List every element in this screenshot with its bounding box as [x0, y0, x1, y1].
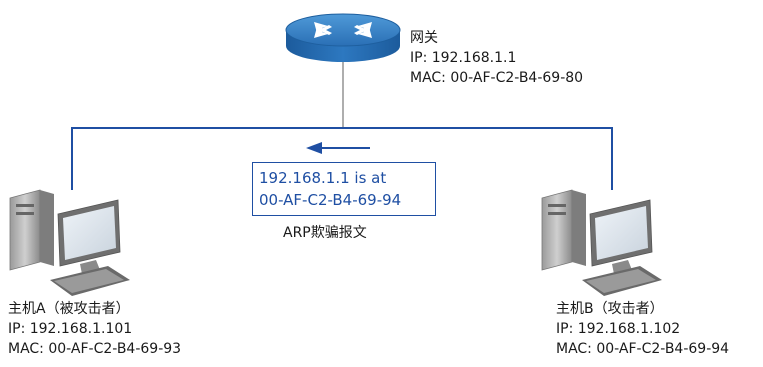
arrow-left-icon — [306, 142, 370, 154]
host-a-mac: MAC: 00-AF-C2-B4-69-93 — [8, 341, 182, 357]
router-icon — [285, 13, 401, 62]
gateway-mac: MAC: 00-AF-C2-B4-69-80 — [410, 70, 584, 86]
gateway-label: 网关 IP: 192.168.1.1 MAC: 00-AF-C2-B4-69-8… — [410, 28, 583, 88]
gateway-ip: IP: 192.168.1.1 — [410, 50, 517, 66]
host-a-name: 主机A（被攻击者） — [8, 301, 130, 317]
network-links — [71, 60, 613, 190]
host-b-label: 主机B（攻击者） IP: 192.168.1.102 MAC: 00-AF-C2… — [556, 299, 729, 359]
host-a-label: 主机A（被攻击者） IP: 192.168.1.101 MAC: 00-AF-C… — [8, 299, 181, 359]
host-b-name: 主机B（攻击者） — [556, 301, 664, 317]
arp-packet-line1: 192.168.1.1 is at — [259, 169, 387, 187]
arp-packet-line2: 00-AF-C2-B4-69-94 — [259, 191, 402, 209]
gateway-name: 网关 — [410, 30, 438, 46]
arp-packet-box: 192.168.1.1 is at 00-AF-C2-B4-69-94 — [252, 162, 436, 216]
computer-icon — [541, 189, 662, 296]
link-backbone — [71, 127, 613, 190]
arp-packet-caption: ARP欺骗报文 — [283, 225, 367, 241]
computer-icon — [9, 189, 130, 296]
host-b-ip: IP: 192.168.1.102 — [556, 321, 681, 337]
host-a-ip: IP: 192.168.1.101 — [8, 321, 133, 337]
host-b-mac: MAC: 00-AF-C2-B4-69-94 — [556, 341, 730, 357]
